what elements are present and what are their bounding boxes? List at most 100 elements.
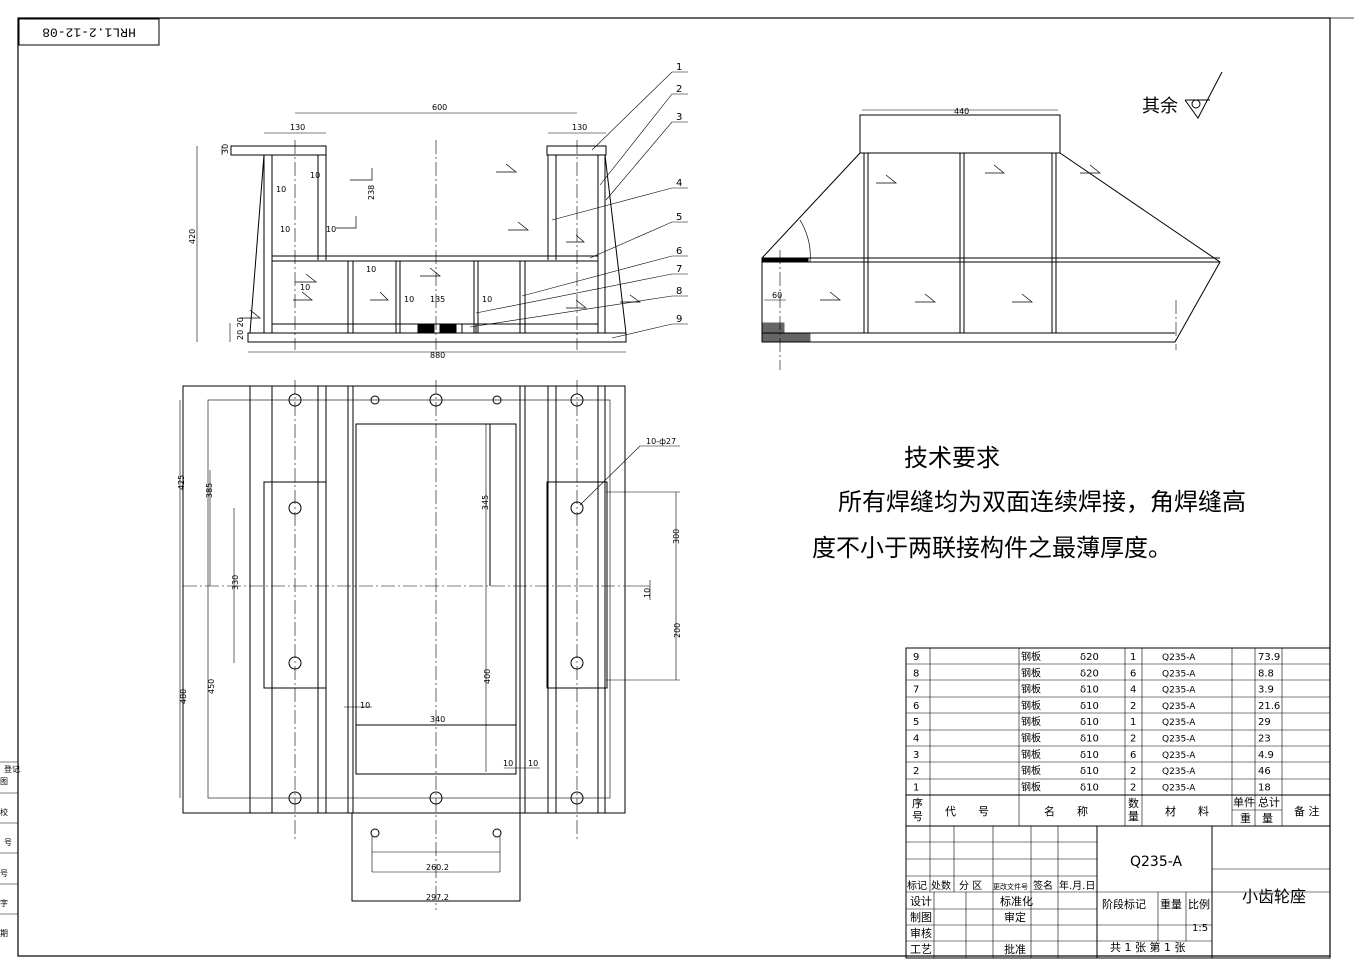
bom-cell-spec: δ10: [1080, 717, 1099, 728]
bom-header-material: 材 料: [1165, 804, 1209, 818]
bom-cell-total: 46: [1258, 766, 1271, 777]
bom-cell-no: 1: [913, 782, 919, 793]
bom-header-qty: 量: [1128, 810, 1139, 823]
part-label: 1: [676, 62, 682, 73]
tb-date: 年.月.日: [1059, 879, 1095, 892]
bom-cell-no: 3: [913, 750, 919, 761]
bom-cell-total: 21.6: [1258, 701, 1280, 712]
dim-10: 10: [300, 283, 310, 292]
part-label: 8: [676, 286, 682, 297]
bom-cell-spec: δ20: [1080, 668, 1099, 679]
dim-130: 130: [572, 123, 587, 132]
bom-header-note: 备 注: [1294, 804, 1320, 818]
bom-header-no: 号: [912, 810, 923, 823]
tech-line-1: 所有焊缝均为双面连续焊接，角焊缝高: [838, 488, 1246, 516]
part-label: 6: [676, 246, 682, 257]
bom-cell-qty: 1: [1130, 717, 1136, 728]
bom-cell-spec: δ10: [1080, 750, 1099, 761]
tb-sheets: 共 1 张 第 1 张: [1110, 940, 1185, 954]
bom-header-code: 代 号: [945, 805, 989, 818]
dim-450: 450: [207, 679, 216, 694]
dim-10: 10: [280, 225, 290, 234]
tb-drawn: 制图: [910, 911, 932, 924]
tb-process: 工艺: [910, 943, 932, 956]
bom-cell-name: 钢板: [1021, 780, 1041, 793]
bom-header-qty: 数: [1128, 797, 1139, 810]
bom-cell-material: Q235-A: [1162, 686, 1196, 696]
bom-cell-qty: 2: [1130, 782, 1136, 793]
bom-cell-qty: 6: [1130, 750, 1136, 761]
dim-20-20: 20 20: [236, 317, 245, 340]
bom-cell-spec: δ10: [1080, 701, 1099, 712]
bom-cell-spec: δ20: [1080, 652, 1099, 663]
dim-60: 60: [772, 291, 782, 300]
part-label: 9: [676, 314, 682, 325]
bom-cell-material: Q235-A: [1162, 669, 1196, 679]
front-view: [196, 71, 688, 353]
margin-label: 字: [0, 898, 8, 908]
plan-view-labels: 10-ф27 425 385 345 300 330 10 200 400 48…: [177, 437, 682, 902]
bom-cell-total: 4.9: [1258, 750, 1274, 761]
bom-cell-qty: 6: [1130, 668, 1136, 679]
bom-cell-total: 18: [1258, 782, 1271, 793]
title-block-text: Q235-A 小齿轮座 标记 处数 分 区 更改文件号 签名 年.月.日 设计 …: [907, 854, 1306, 956]
tech-line-2: 度不小于两联接构件之最薄厚度。: [812, 534, 1172, 562]
bom-cell-total: 3.9: [1258, 685, 1274, 696]
margin-label: 号: [4, 838, 12, 847]
sheet-border: [17, 17, 1331, 957]
hole-callout: 10-ф27: [646, 437, 676, 446]
bom-cell-material: Q235-A: [1162, 783, 1196, 793]
part-name: 小齿轮座: [1242, 887, 1306, 906]
bom-cell-material: Q235-A: [1162, 653, 1196, 663]
bom-cell-total: 23: [1258, 734, 1271, 745]
bom-cell-no: 4: [913, 734, 919, 745]
bom-cell-name: 钢板: [1021, 666, 1041, 679]
dim-10: 10: [360, 701, 370, 710]
bom-cell-no: 6: [913, 701, 919, 712]
tb-scale-label: 比例: [1188, 897, 1210, 911]
margin-label: 图: [0, 777, 8, 786]
bom-cell-no: 8: [913, 668, 919, 679]
dim-10: 10: [276, 185, 286, 194]
dim-400: 400: [483, 669, 492, 684]
plan-view: [179, 380, 680, 910]
part-label: 7: [676, 264, 682, 275]
tb-review: 审定: [1004, 910, 1026, 924]
bom-cell-no: 9: [913, 652, 919, 663]
bom-header-no: 序: [912, 796, 923, 810]
bom-cell-spec: δ10: [1080, 782, 1099, 793]
dim-385: 385: [205, 483, 214, 498]
tb-scale: 1:5: [1192, 923, 1208, 934]
side-view-labels: 440 60 其余: [772, 96, 1178, 300]
tb-mark: 标记: [907, 880, 927, 892]
dim-340: 340: [430, 715, 445, 724]
margin-label: 号: [0, 869, 8, 878]
bom-cell-total: 8.8: [1258, 668, 1274, 679]
bom-cell-material: Q235-A: [1162, 751, 1196, 761]
bom-cell-qty: 2: [1130, 701, 1136, 712]
dim-30: 30: [221, 144, 230, 154]
tb-weight: 重量: [1160, 897, 1182, 911]
tb-stage: 阶段标记: [1102, 897, 1146, 911]
dim-425: 425: [177, 475, 186, 490]
title-block: [905, 825, 1331, 959]
dim-10: 10: [326, 225, 336, 234]
tb-approve: 批准: [1004, 942, 1026, 956]
tb-standard: 标准化: [1000, 894, 1033, 908]
margin-label: 期: [0, 929, 8, 938]
bolt-holes: [288, 393, 584, 838]
bom-cell-name: 钢板: [1021, 748, 1041, 761]
side-view: [761, 71, 1223, 370]
dim-10: 10: [482, 295, 492, 304]
dim-480: 480: [179, 689, 188, 704]
bom-cell-name: 钢板: [1021, 650, 1041, 663]
dim-420: 420: [188, 229, 197, 244]
tb-check: 审核: [910, 926, 932, 940]
margin-strip: 登记 图 校 号 号 字 期: [0, 761, 20, 938]
bom-cell-material: Q235-A: [1162, 718, 1196, 728]
margin-label: 校: [0, 807, 8, 817]
bom-cell-qty: 4: [1130, 685, 1136, 696]
